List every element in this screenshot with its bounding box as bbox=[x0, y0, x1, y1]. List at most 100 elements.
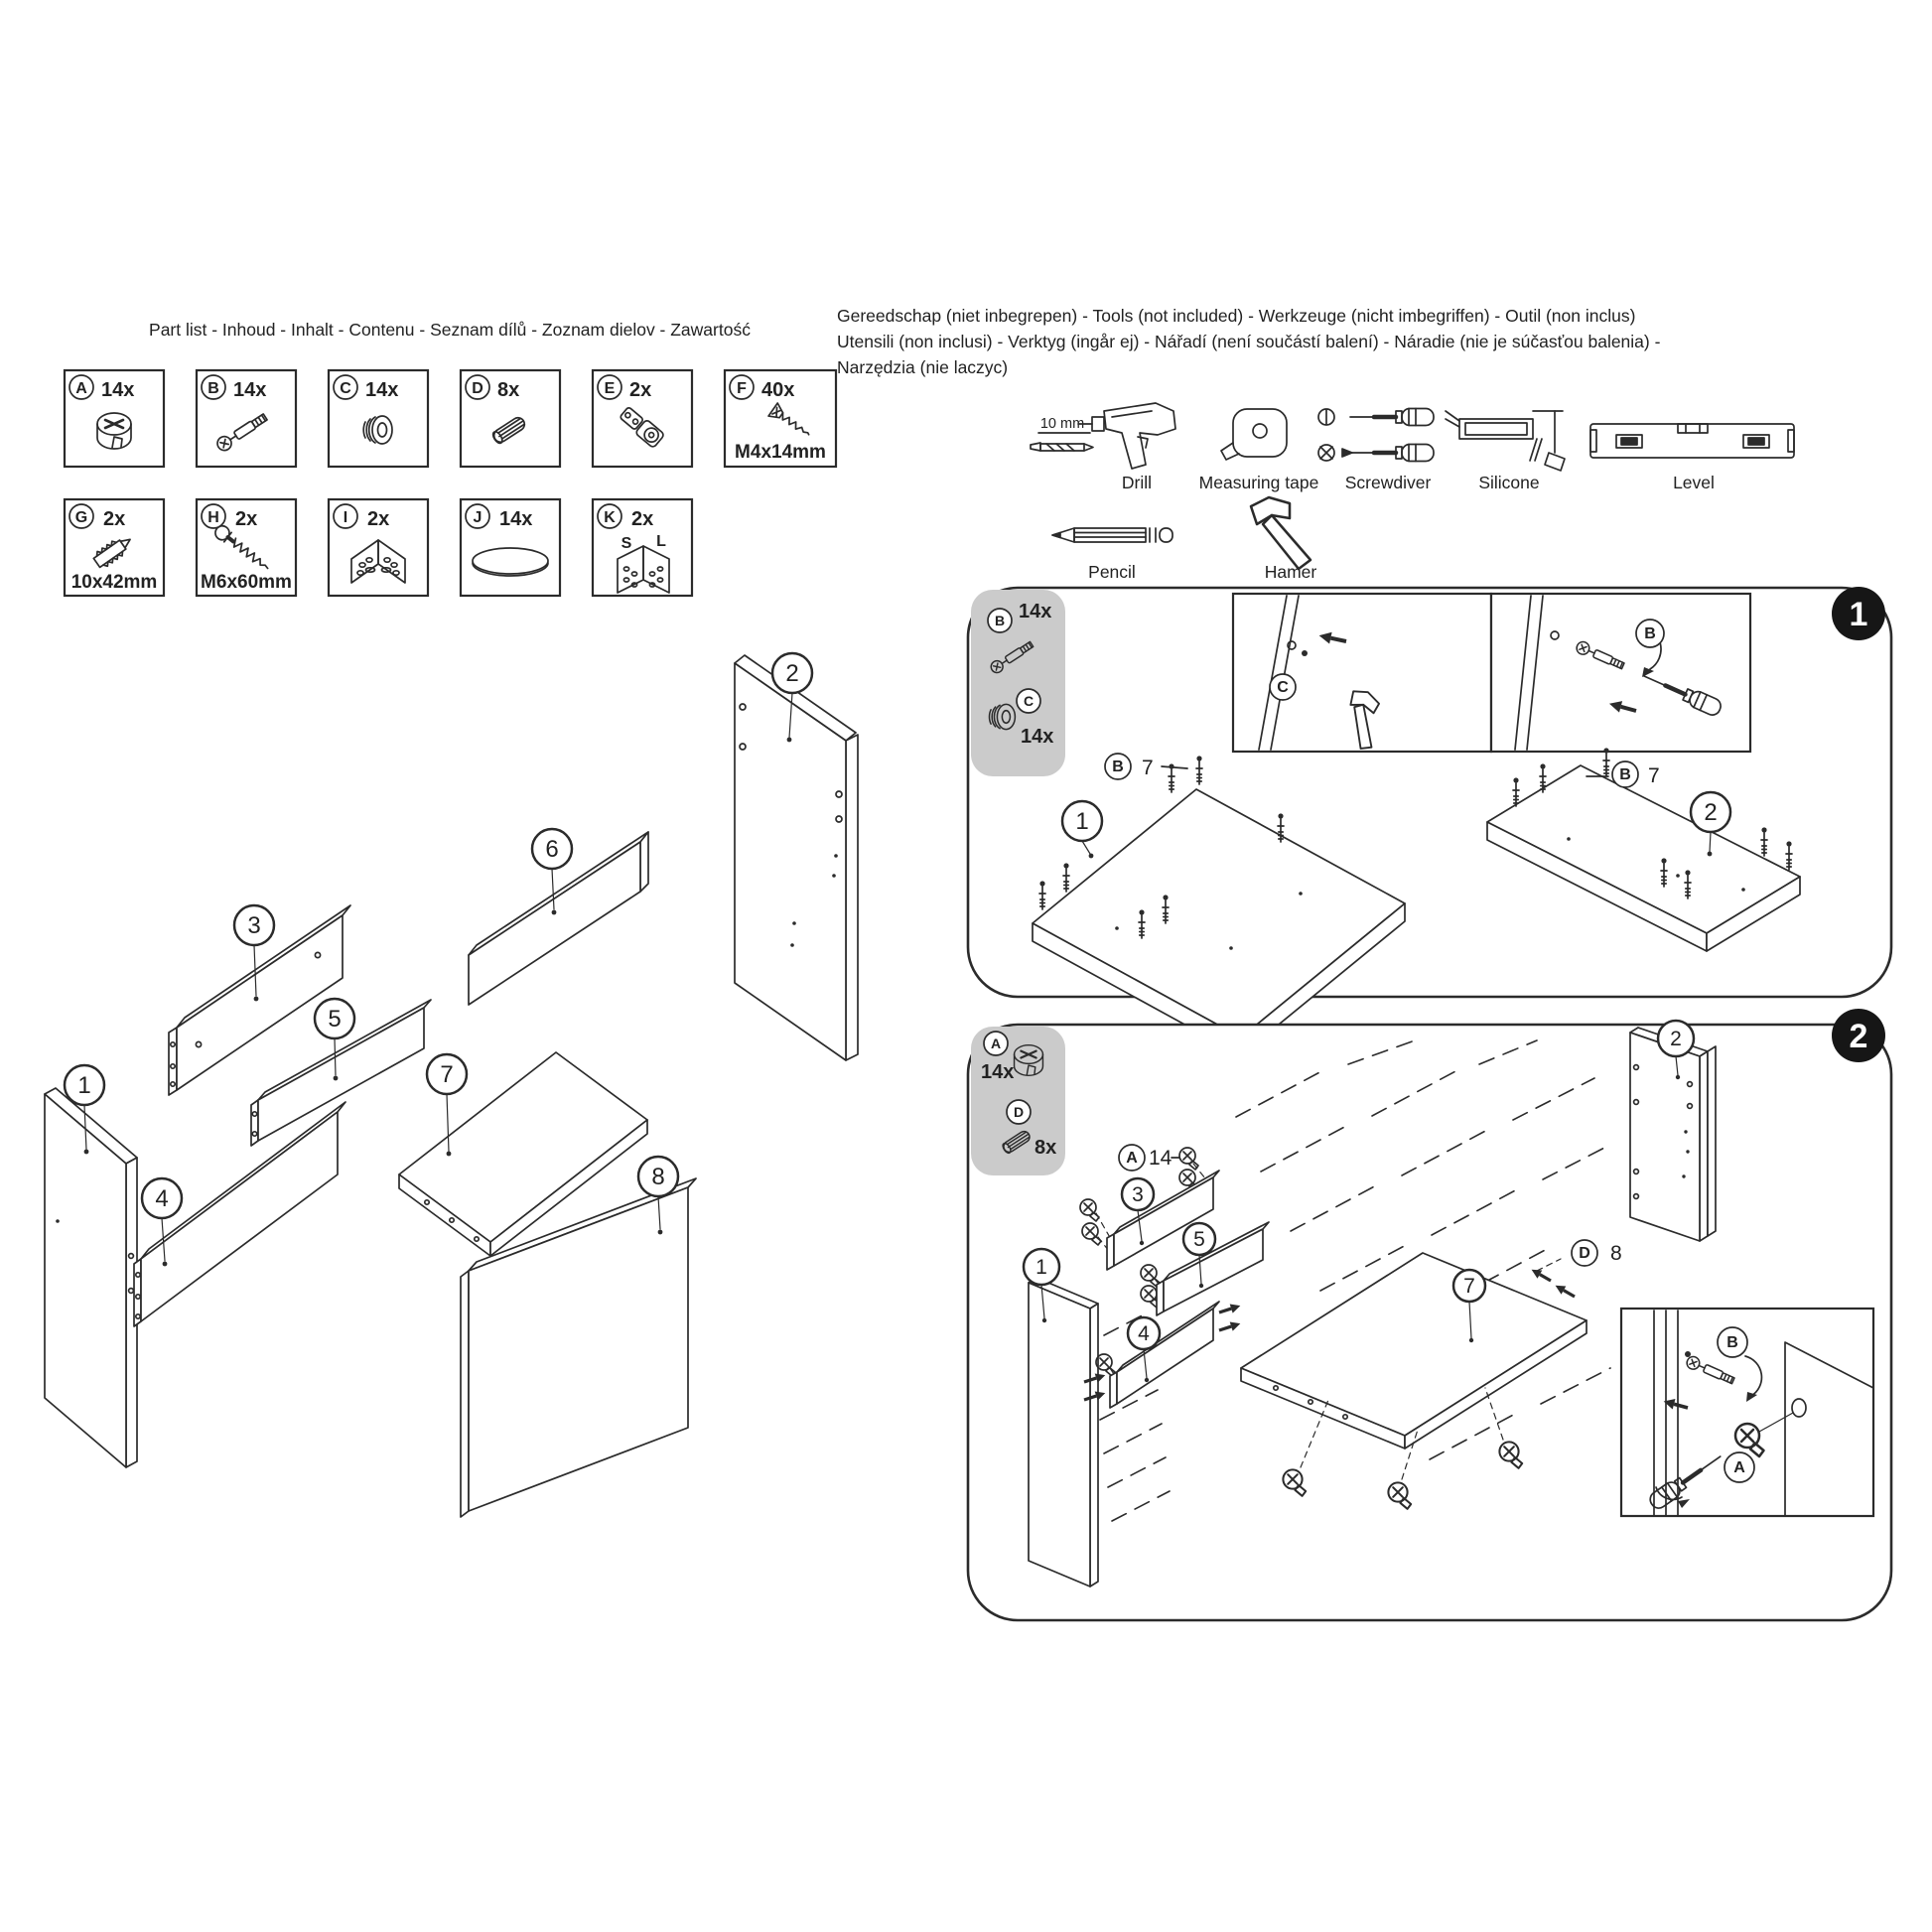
hammer-icon bbox=[1249, 495, 1312, 571]
hardware-count: 14x bbox=[1019, 601, 1051, 622]
drill-tool: 10 mm Drill bbox=[1030, 402, 1176, 492]
rail-part-3 bbox=[168, 904, 351, 1096]
tool-label: Level bbox=[1673, 473, 1715, 492]
step2-label-3: 3 bbox=[1132, 1183, 1144, 1206]
part-number-6: 6 bbox=[545, 836, 558, 863]
step-2-shelf-7: 7 D 8 bbox=[1240, 1239, 1622, 1510]
part-number-3: 3 bbox=[247, 912, 260, 939]
step-1-hardware-box: B 14x C 14x bbox=[971, 590, 1065, 776]
screwdriver-tool: Screwdiver bbox=[1317, 409, 1434, 492]
part-count: 8x bbox=[497, 379, 519, 401]
part-number-2: 2 bbox=[785, 660, 798, 687]
bracket-l-label: L bbox=[656, 533, 666, 550]
part-count: 14x bbox=[365, 379, 398, 401]
drill-bit-size: 10 mm bbox=[1040, 416, 1084, 432]
tool-label: Measuring tape bbox=[1199, 473, 1319, 492]
guide-dashes bbox=[1099, 1039, 1611, 1522]
hardware-letter: C bbox=[1024, 693, 1034, 709]
inset-letter-a: A bbox=[1733, 1459, 1745, 1476]
part-letter: F bbox=[737, 380, 747, 397]
hammer-tool: Hamer bbox=[1249, 495, 1316, 582]
silicone-tool: Silicone bbox=[1445, 410, 1566, 492]
part-box-e: E 2x bbox=[591, 368, 694, 469]
part-count: 2x bbox=[629, 379, 651, 401]
inset-letter-c: C bbox=[1277, 679, 1289, 696]
annotation-count: 14 bbox=[1149, 1147, 1173, 1170]
board-label-2: 2 bbox=[1704, 799, 1717, 826]
step-2-number: 2 bbox=[1850, 1018, 1868, 1055]
rail-part-5 bbox=[250, 999, 432, 1147]
level-tool: Level bbox=[1589, 423, 1795, 492]
annotation-letter: B bbox=[1112, 759, 1124, 775]
hardware-letter: B bbox=[995, 613, 1005, 628]
part-box-h: H 2x M6x60mm bbox=[195, 497, 298, 598]
part-letter: E bbox=[605, 380, 616, 397]
bracket-s-label: S bbox=[621, 535, 632, 552]
tool-label: Pencil bbox=[1088, 562, 1136, 582]
part-count: 14x bbox=[499, 508, 532, 530]
part-count: 2x bbox=[631, 508, 653, 530]
part-letter: G bbox=[75, 509, 87, 526]
tool-label: Drill bbox=[1122, 473, 1152, 492]
exploded-view: 1 2 3 4 5 6 7 8 bbox=[44, 651, 859, 1518]
board-label-1: 1 bbox=[1075, 808, 1088, 835]
step2-label-1: 1 bbox=[1035, 1256, 1047, 1279]
part-number-8: 8 bbox=[651, 1164, 664, 1190]
step-1-inset: C B bbox=[1231, 592, 1752, 755]
part-box-f: F 40x M4x14mm bbox=[723, 368, 838, 469]
cam-bolt-detail bbox=[1647, 1310, 1874, 1517]
step-1-board-1: 1 B 7 bbox=[1032, 753, 1406, 1056]
part-box-b: B 14x bbox=[195, 368, 298, 469]
part-number-4: 4 bbox=[155, 1185, 168, 1212]
step2-label-5: 5 bbox=[1193, 1228, 1205, 1251]
part-count: 2x bbox=[367, 508, 389, 530]
hardware-letter: D bbox=[1014, 1104, 1024, 1120]
part-letter: C bbox=[340, 380, 351, 397]
part-box-g: G 2x 10x42mm bbox=[63, 497, 166, 598]
inset-letter-b: B bbox=[1644, 625, 1656, 642]
annotation-letter: A bbox=[1126, 1150, 1138, 1167]
step-2-badge bbox=[1832, 1009, 1885, 1062]
part-size: M4x14mm bbox=[735, 442, 826, 463]
panel-part-2 bbox=[734, 654, 859, 1061]
part-letter: D bbox=[472, 380, 483, 397]
pencil-icon bbox=[1051, 527, 1173, 543]
part-number-7: 7 bbox=[440, 1061, 453, 1088]
step-2-inset: B A bbox=[1619, 1307, 1875, 1518]
hardware-letter: A bbox=[991, 1035, 1001, 1051]
part-count: 40x bbox=[761, 379, 794, 401]
rail-part-6 bbox=[468, 831, 649, 1006]
spirit-level-icon bbox=[1589, 423, 1795, 459]
annotation-letter: B bbox=[1619, 766, 1631, 783]
part-letter: B bbox=[207, 380, 219, 397]
step2-label-7: 7 bbox=[1463, 1275, 1475, 1298]
part-count: 14x bbox=[101, 379, 134, 401]
part-letter: A bbox=[75, 380, 87, 397]
step-2-panel-1: 1 bbox=[1022, 1247, 1099, 1587]
step-2-hardware-box: A 14x D 8x bbox=[971, 1027, 1065, 1175]
part-letter: J bbox=[474, 509, 483, 526]
tools-title-line3: Narzędzia (nie laczyc) bbox=[837, 357, 1008, 377]
part-number-1: 1 bbox=[77, 1072, 90, 1099]
annotation-count: 8 bbox=[1610, 1242, 1622, 1265]
tools-title-line1: Gereedschap (niet inbegrepen) - Tools (n… bbox=[837, 306, 1635, 326]
tool-label: Silicone bbox=[1478, 473, 1539, 492]
panel-part-8 bbox=[460, 1177, 697, 1518]
shelf-part-7 bbox=[398, 1051, 648, 1257]
step-1-panel: B 14x C 14x C B bbox=[966, 586, 1893, 1056]
hardware-count: 8x bbox=[1035, 1137, 1056, 1159]
part-letter: I bbox=[344, 509, 347, 526]
part-box-i: I 2x bbox=[327, 497, 430, 598]
measuring-tape-icon bbox=[1220, 408, 1288, 461]
annotation-count: 7 bbox=[1648, 764, 1660, 787]
rail-part-4 bbox=[133, 1101, 346, 1327]
part-list-section: Part list - Inhoud - Inhalt - Contenu - … bbox=[63, 320, 838, 598]
part-size: M6x60mm bbox=[201, 572, 292, 593]
measuring-tape-tool: Measuring tape bbox=[1199, 408, 1319, 492]
hardware-count: 14x bbox=[1021, 726, 1053, 748]
tool-label: Screwdiver bbox=[1345, 473, 1432, 492]
part-box-c: C 14x bbox=[327, 368, 430, 469]
part-count: 2x bbox=[103, 508, 125, 530]
